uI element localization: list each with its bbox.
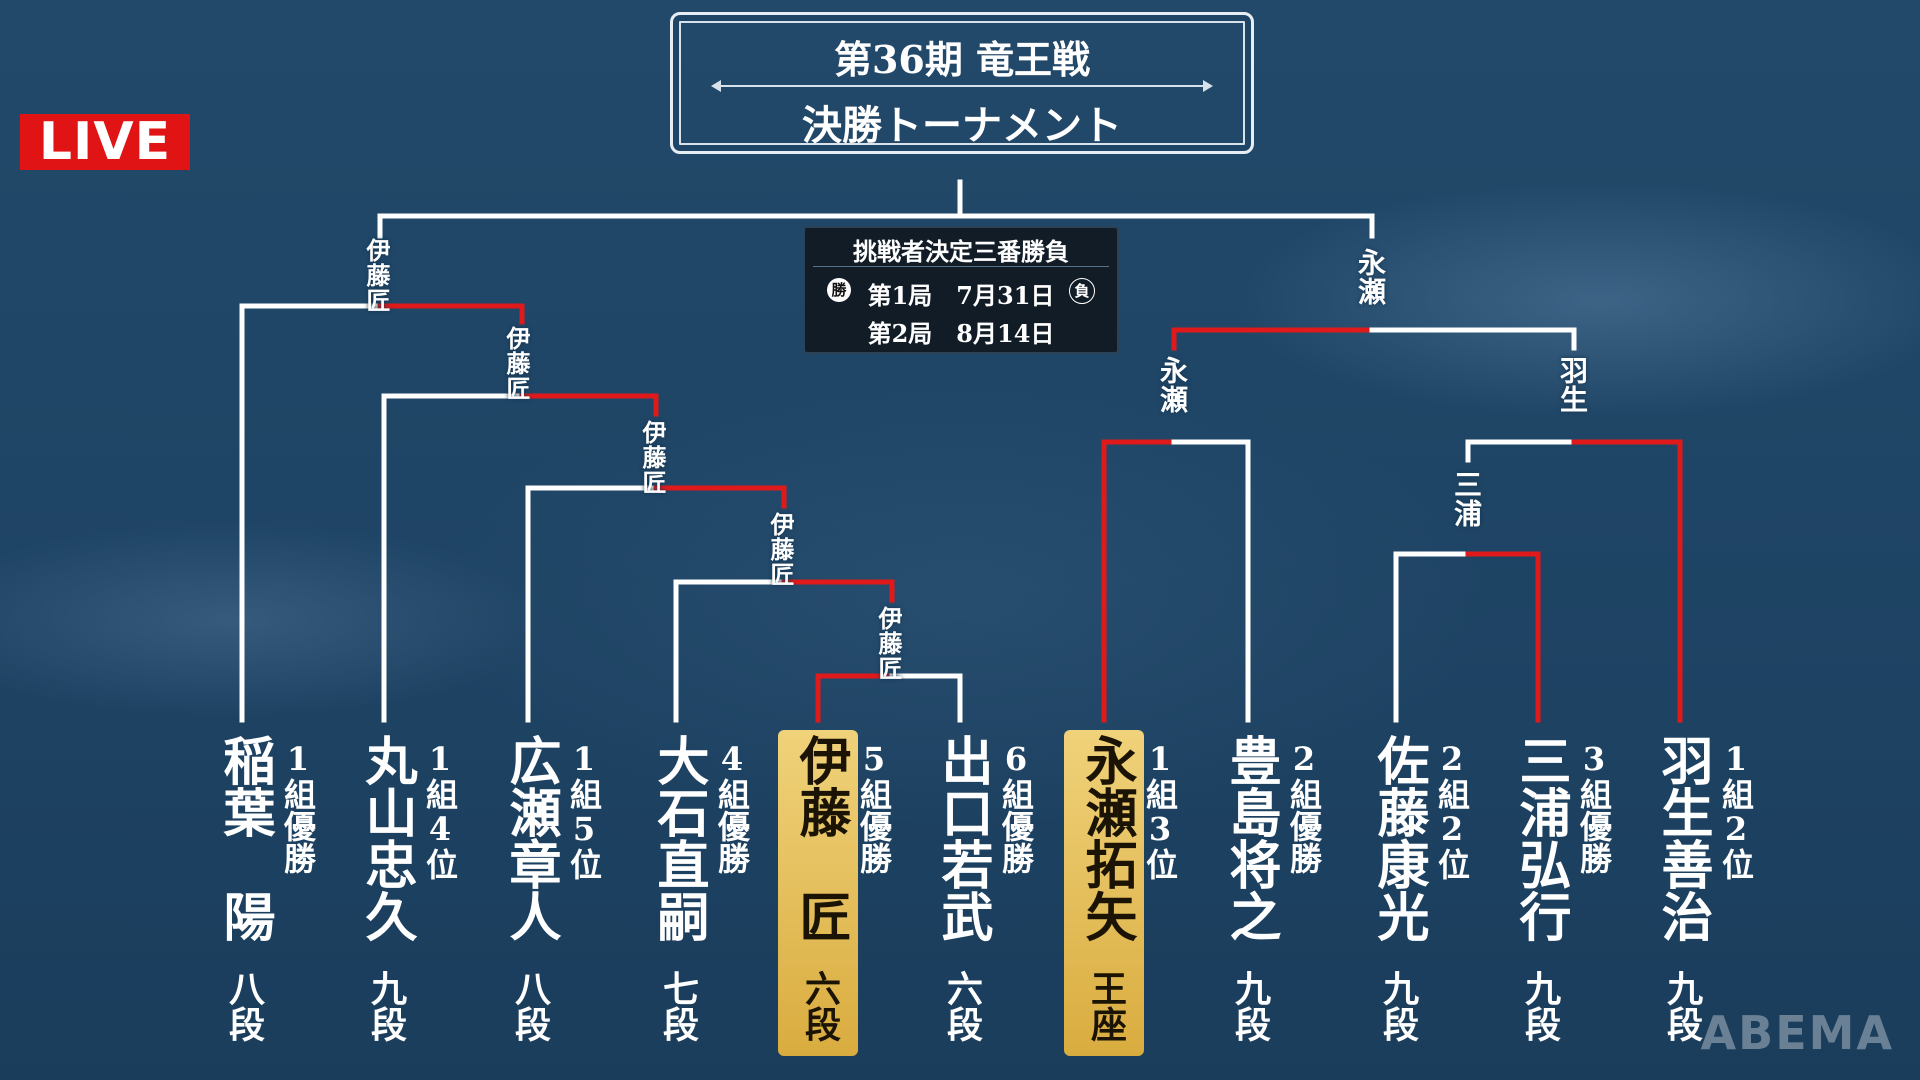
winner-label-r1: 伊藤匠 <box>504 326 528 401</box>
player-card: 三浦弘行 3組優勝 九段 <box>1508 730 1638 1050</box>
player-rank: 八段 <box>512 970 548 1042</box>
player-rank: 王座 <box>1088 970 1124 1042</box>
player-card: 大石直嗣 4組優勝 七段 <box>646 730 776 1050</box>
player-seed: 1組2位 <box>1720 740 1752 880</box>
player-name: 出口若武 <box>936 734 988 942</box>
winner-label-right-semi-left: 永瀬 <box>1158 356 1186 414</box>
player-seed: 4組優勝 <box>716 740 748 874</box>
player-seed: 1組3位 <box>1144 740 1176 880</box>
player-name: 豊島将之 <box>1224 734 1276 942</box>
player-card-highlighted: 伊藤 匠 5組優勝 六段 <box>788 730 918 1050</box>
player-seed: 1組優勝 <box>282 740 314 874</box>
winner-label-left-final: 伊藤匠 <box>364 238 388 313</box>
player-name: 稲葉 陽 <box>218 734 270 942</box>
player-card: 豊島将之 2組優勝 九段 <box>1218 730 1348 1050</box>
winner-label-right-final: 永瀬 <box>1356 248 1384 306</box>
player-name: 佐藤康光 <box>1372 734 1424 942</box>
player-seed: 5組優勝 <box>858 740 890 874</box>
player-rank: 八段 <box>226 970 262 1042</box>
abema-watermark: ABEMA <box>1701 1006 1894 1060</box>
player-rank: 九段 <box>1664 970 1700 1042</box>
player-seed: 3組優勝 <box>1578 740 1610 874</box>
series-game-2: 第2局 8月14日 <box>805 314 1117 349</box>
player-seed: 6組優勝 <box>1000 740 1032 874</box>
player-rank: 六段 <box>944 970 980 1042</box>
player-card: 稲葉 陽 1組優勝 八段 <box>212 730 342 1050</box>
player-name: 羽生善治 <box>1656 734 1708 942</box>
player-rank: 六段 <box>802 970 838 1042</box>
player-seed: 2組2位 <box>1436 740 1468 880</box>
lose-mark-icon: 負 <box>1069 278 1095 304</box>
player-card-highlighted: 永瀬拓矢 1組3位 王座 <box>1074 730 1204 1050</box>
player-card: 出口若武 6組優勝 六段 <box>930 730 1060 1050</box>
player-name: 永瀬拓矢 <box>1080 734 1132 942</box>
player-seed: 2組優勝 <box>1288 740 1320 874</box>
player-rank: 九段 <box>1232 970 1268 1042</box>
challenger-series-box: 挑戦者決定三番勝負 勝 第1局 7月31日 負 第2局 8月14日 <box>803 226 1119 354</box>
player-card: 羽生善治 1組2位 九段 <box>1650 730 1780 1050</box>
player-name: 伊藤 匠 <box>794 734 846 942</box>
player-rank: 七段 <box>660 970 696 1042</box>
player-seed: 1組5位 <box>568 740 600 880</box>
player-seed: 1組4位 <box>424 740 456 880</box>
player-name: 大石直嗣 <box>652 734 704 942</box>
player-rank: 九段 <box>1522 970 1558 1042</box>
player-card: 広瀬章人 1組5位 八段 <box>498 730 628 1050</box>
winner-label-r4: 伊藤匠 <box>876 606 900 681</box>
winner-label-r2: 伊藤匠 <box>640 420 664 495</box>
winner-label-right-qf: 三浦 <box>1452 470 1480 528</box>
series-divider <box>813 266 1109 267</box>
player-card: 佐藤康光 2組2位 九段 <box>1366 730 1496 1050</box>
winner-label-right-semi-right: 羽生 <box>1558 356 1586 414</box>
player-name: 丸山忠久 <box>360 734 412 942</box>
player-rank: 九段 <box>1380 970 1416 1042</box>
player-rank: 九段 <box>368 970 404 1042</box>
player-name: 三浦弘行 <box>1514 734 1566 942</box>
player-name: 広瀬章人 <box>504 734 556 942</box>
series-header: 挑戦者決定三番勝負 <box>805 232 1117 267</box>
player-card: 丸山忠久 1組4位 九段 <box>354 730 484 1050</box>
winner-label-r3: 伊藤匠 <box>768 512 792 587</box>
